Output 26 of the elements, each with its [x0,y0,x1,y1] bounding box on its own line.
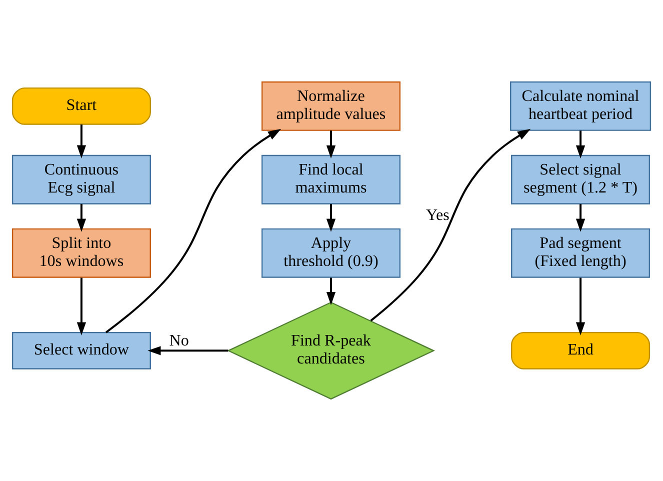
node-box: Split into 10s windows [12,228,151,278]
arrow [76,124,86,158]
arrow [576,130,586,158]
node-box: Calculate nominal heartbeat period [510,81,652,131]
arrow [326,130,336,158]
node-box: Start [12,87,151,125]
arrow [370,128,531,322]
arrow [326,278,336,306]
arrow [76,204,86,232]
arrow [76,278,86,336]
node-box: Select signal segment (1.2 * T) [511,154,650,204]
node-box: End [511,332,650,370]
edge-label: No [169,332,189,350]
arrow [326,204,336,232]
node-box: Normalize amplitude values [261,81,401,131]
node-box: Pad segment (Fixed length) [511,228,650,278]
node-box: Continuous Ecg signal [12,154,151,204]
node-box: Find local maximums [261,154,401,204]
arrow [148,346,228,356]
arrow [105,128,282,334]
edge-label: Yes [426,206,450,224]
node-box: Select window [12,332,151,370]
arrow [576,204,586,232]
arrow [576,278,586,336]
node-box: Apply threshold (0.9) [261,228,401,278]
node-diamond: Find R-peak candidates [226,302,436,400]
